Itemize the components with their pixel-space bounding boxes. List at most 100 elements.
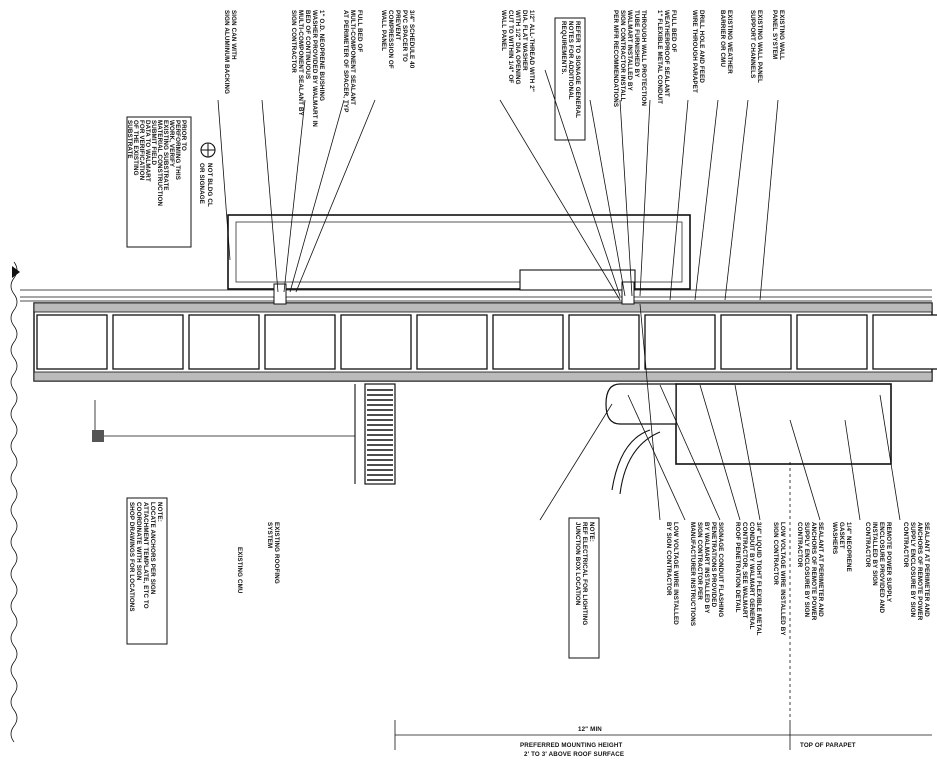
roof-label: EXISTING ROOFING: [273, 522, 280, 584]
note-text: ATTACHMENT TEMPLATE, ETC TO: [142, 502, 149, 609]
note-text: COORDINATE WITH SIGN: [135, 502, 142, 581]
break-arrow: [12, 266, 20, 278]
leader-text: PVC SPACER TO: [401, 10, 408, 62]
leader-text: WASHER PROVIDED BY WALMART IN: [311, 10, 318, 127]
leader-text: SIGN CAN WITH: [230, 10, 237, 60]
cmu-wall: [33, 302, 937, 382]
note-text: REFER TO SIGNAGE GENERAL: [574, 21, 581, 118]
leader-text: WASHERS: [831, 522, 838, 554]
leader-text: SIGN CONTRACTOR INSTALL: [619, 10, 626, 102]
leader-text: SUPPLY ENCLOSURE BY SIGN: [803, 522, 810, 618]
cmu-cell: [36, 314, 108, 370]
leader-text: TUBE FURNISHED BY: [633, 10, 640, 78]
cmu-cell: [416, 314, 488, 370]
anchors-note-box: NOTE: LOCATE ANCHORS PER SIGN ATTACHMENT…: [126, 497, 168, 645]
break-line: [10, 261, 18, 743]
dimension-value: 12" MIN: [578, 726, 602, 733]
leader-text: PENETRATIONS PROVIDED: [710, 522, 717, 608]
general-notes-box: REFER TO SIGNAGE GENERAL NOTES FOR ADDIT…: [554, 17, 586, 141]
leader-text: WALL PANEL: [500, 10, 507, 51]
leader-text: CONDUIT BY WALMART GENERAL: [748, 522, 755, 630]
centerline-text: NOT BLDG CL: [206, 163, 213, 207]
note-text: WORK, VERIFY: [168, 120, 175, 168]
note-text: OF THE EXISTING: [132, 120, 139, 176]
top-of-parapet-label: TOP OF PARAPET: [800, 742, 856, 749]
note-text: REQUIREMENTS.: [560, 21, 567, 75]
leader-text: EXISTING WEATHER: [726, 10, 733, 74]
cmu-cell: [492, 314, 564, 370]
note-text: FOR VERIFICATION: [138, 120, 145, 181]
leader-text: PER MFR RECOMMENDATIONS: [612, 10, 619, 107]
note-text: PERFORMING THIS: [174, 120, 181, 180]
leader-text: INSTALLED BY SIGN: [871, 522, 878, 586]
roof-labels-group: EXISTING ROOFING SYSTEM EXISTING CMU: [236, 522, 280, 594]
note-text: SUBSTRATE: [126, 120, 133, 159]
cmu-cell: [568, 314, 640, 370]
cmu-cell: [264, 314, 336, 370]
note-text: MATERIAL CONSTRUCTION: [156, 120, 163, 206]
note-text: PRIOR TO: [180, 120, 187, 151]
leader-text: ENCLOSURE PROVIDED AND: [878, 522, 885, 613]
leader-text: REMOTE POWER SUPPLY: [885, 522, 892, 603]
leader-text: GASKET: [838, 522, 845, 549]
dimension-label: PREFERRED MOUNTING HEIGHT: [520, 742, 622, 749]
leader-text: SUPPORT CHANNELS: [749, 10, 756, 78]
leader-text: DRILL HOLE AND FEED: [698, 10, 705, 83]
junction-note-box: NOTE: REF ELECTRICAL FOR LIGHTING JUNCTI…: [568, 517, 600, 659]
leader-text: SIGN CONTRACTOR: [772, 522, 779, 585]
leader-text: ANCHORS OF REMOTE POWER: [810, 522, 817, 621]
cmu-cell: [720, 314, 792, 370]
leader-text: SIGN CONTRACTOR PER: [696, 522, 703, 600]
cmu-cell: [796, 314, 868, 370]
note-text: LOCATE ANCHORS PER SIGN: [149, 502, 156, 595]
centerline-mark: NOT BLDG CL OR SIGNAGE: [198, 142, 216, 207]
leader-text: CONTRACTOR: [864, 522, 871, 568]
wall-panel-strip: [20, 289, 932, 302]
leader-text: MANUFACTURER INSTRUCTIONS: [689, 522, 696, 626]
roof-label: EXISTING CMU: [236, 547, 243, 594]
leader-text: CONTRACTOR: [796, 522, 803, 568]
note-text: REF ELECTRICAL FOR LIGHTING: [581, 522, 588, 625]
leader-text: CUT TO WITHIN 1/4" OF: [507, 10, 514, 83]
note-text: EXISTING SUBSTRATE: [162, 120, 169, 191]
leader-text: DIA. FLAT WASHER: [521, 10, 528, 71]
leader-text: 1" O.D. NEOPRENE BUSHING: [318, 10, 325, 101]
leader-text: SEALANT AT PERIMETER AND: [817, 522, 824, 617]
cmu-cell: [644, 314, 716, 370]
cmu-cell: [188, 314, 260, 370]
leader-text: WALL PANEL: [380, 10, 387, 51]
centerline-text: OR SIGNAGE: [198, 163, 205, 204]
dimension-label: 2' TO 3' ABOVE ROOF SURFACE: [524, 751, 624, 758]
leader-text: THROUGH WALL PROTECTION: [640, 10, 647, 107]
leader-text: WEATHERPROOF SEALANT: [663, 10, 670, 97]
leader-text: SIGN CONTRACTOR: [290, 10, 297, 73]
prior-notes-box: PRIOR TO PERFORMING THIS WORK, VERIFY EX…: [126, 116, 192, 248]
leader-text: WALMART INSTALLED BY: [626, 10, 633, 92]
leader-lines: [217, 69, 901, 521]
leader-text: BY SIGN CONTRACTOR: [665, 522, 672, 596]
top-leaders-group: EXISTING WALL PANEL SYSTEM EXISTING WALL…: [223, 10, 785, 127]
leader-text: BY WALMART INSTALLED BY: [703, 522, 710, 614]
leader-text: MULTI-COMPONENT SEALANT: [349, 10, 356, 105]
leader-text: 1" FLEXIBLE METAL CONDUIT: [656, 10, 663, 104]
leader-text: BED OF CONTINUOUS: [304, 10, 311, 79]
leader-text: ROOF PENETRATION DETAIL: [734, 522, 741, 613]
lower-leaders-group: SEALANT AT PERIMETER AND ANCHORS OF REMO…: [665, 522, 930, 636]
leader-text: SEALANT AT PERIMETER AND: [923, 522, 930, 617]
leader-text: EXISTING WALL: [778, 10, 785, 60]
cmu-cell: [872, 314, 937, 370]
leader-text: PREVENT: [394, 10, 401, 40]
leader-text: LOW VOLTAGE WIRE INSTALLED: [672, 522, 679, 625]
leader-text: SIGN ALUMINUM BACKING: [223, 10, 230, 94]
note-text: SUBMIT FIELD: [150, 120, 157, 165]
leader-text: CONTRACTOR, SEE WALMART: [741, 522, 748, 619]
note-text: SHOP DRAWINGS FOR LOCATIONS: [128, 502, 135, 612]
dimension-lines: [394, 462, 932, 750]
leader-text: 3/4" SCHEDULE 40: [408, 10, 415, 69]
leader-text: 1/2" ALL-THREAD WITH 2": [528, 10, 535, 92]
leader-text: SUPPLY ENCLOSURE BY SIGN: [909, 522, 916, 618]
leader-text: ANCHORS OF REMOTE POWER: [916, 522, 923, 621]
leader-text: PANEL SYSTEM: [771, 10, 778, 59]
